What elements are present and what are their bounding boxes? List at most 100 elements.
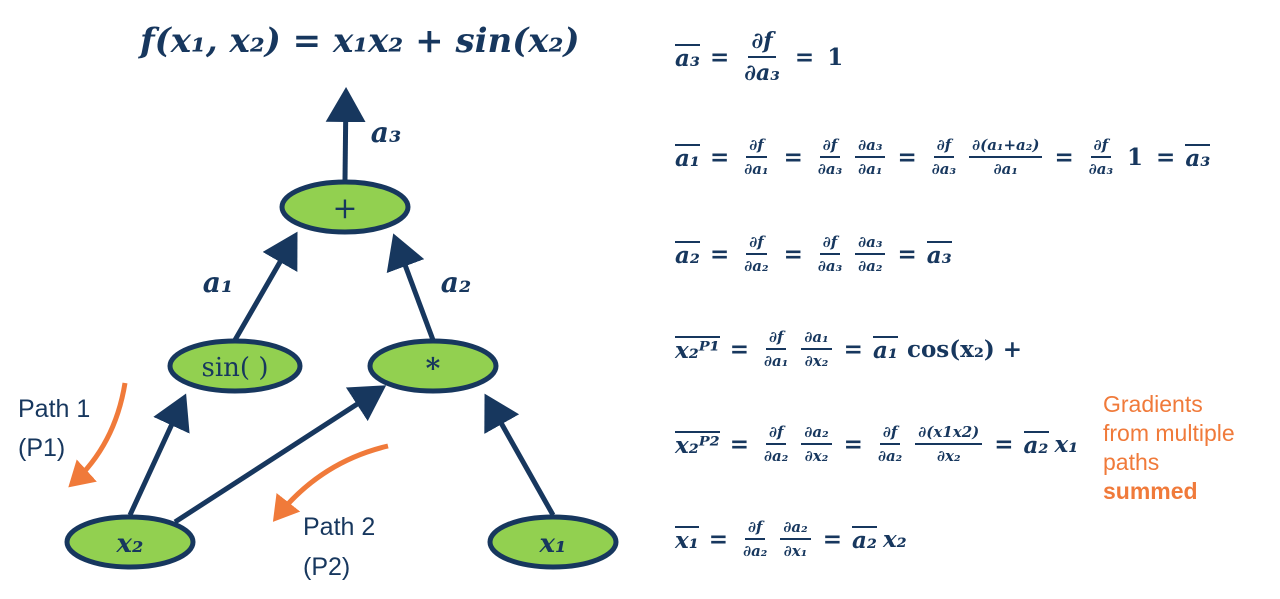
fraction: ∂f ∂a₃ [815, 136, 845, 178]
adjoint-symbol: a₃ [1185, 144, 1211, 172]
adjoint-symbol: a₂ [1023, 431, 1049, 459]
note-line: from multiple [1103, 420, 1235, 446]
fraction: ∂f∂a₂ [761, 423, 791, 465]
term: 1 [827, 43, 844, 71]
function-title: f(x₁, x₂) = x₁x₂ + sin(x₂) [138, 21, 580, 61]
path1-abbrev: (P1) [18, 434, 65, 462]
adjoint-symbol: a₂ [851, 526, 877, 554]
operator: = [897, 240, 917, 268]
denominator: ∂a₂ [743, 542, 768, 560]
note-line: Gradients [1103, 391, 1203, 417]
edge-a1-arrow [232, 231, 298, 342]
operator: = [783, 143, 803, 171]
adjoint-symbol: a₁ [872, 336, 898, 364]
computation-graph: f(x₁, x₂) = x₁x₂ + sin(x₂) + sin( ) * x₂… [18, 21, 619, 581]
adjoint-symbol: a₂ [675, 241, 700, 269]
denominator: ∂a₃ [931, 160, 957, 178]
term: 1 [1127, 143, 1144, 171]
fraction: ∂a₂ ∂x₁ [780, 518, 811, 560]
operator: = [709, 143, 730, 171]
node-sin [167, 338, 303, 394]
denominator: ∂x₁ [783, 542, 808, 560]
node-x1 [487, 514, 619, 570]
fraction: ∂f∂a₁ [761, 328, 791, 370]
node-mul [367, 338, 499, 394]
denominator: ∂a₂ [764, 447, 789, 465]
fraction: ∂f∂a₃ [1086, 136, 1116, 178]
denominator: ∂a₁ [764, 352, 789, 370]
term: x₂ [882, 525, 907, 553]
path2-label: Path 2 [303, 513, 375, 541]
numerator: ∂f [746, 136, 767, 158]
edge-a2-label: a₂ [441, 266, 471, 299]
operator: = [843, 335, 863, 363]
operator: = [822, 525, 842, 553]
numerator: ∂f [1090, 136, 1112, 158]
adjoint-symbol: x₂ᴾ² [675, 431, 720, 459]
fraction: ∂(x1x2)∂x₂ [915, 423, 983, 465]
denominator: ∂a₁ [744, 160, 769, 178]
numerator: ∂f [819, 233, 841, 255]
numerator: ∂f [933, 136, 955, 158]
term: x₁ [1054, 430, 1079, 458]
operator: = [1156, 143, 1176, 171]
denominator: ∂a₂ [877, 447, 903, 465]
operator: = [783, 240, 803, 268]
denominator: ∂a₃ [744, 60, 780, 86]
edge-a3-label: a₃ [371, 116, 401, 149]
node-sin-label: sin( ) [202, 353, 269, 383]
operator: = [709, 240, 730, 268]
denominator: ∂x₂ [804, 352, 829, 370]
fraction: ∂a₃∂a₂ [855, 233, 886, 275]
numerator: ∂f [748, 28, 776, 58]
operator: = [729, 335, 750, 363]
numerator: ∂(a₁+a₂) [969, 136, 1043, 158]
note-emphasis: summed [1103, 478, 1198, 504]
operator: = [709, 43, 730, 71]
equation-a2-bar: a₂=∂f∂a₂=∂f∂a₃∂a₃∂a₂=a₃ [672, 233, 955, 275]
numerator: ∂f [879, 423, 901, 445]
adjoint-symbol: x₁ [675, 526, 699, 554]
fraction: ∂f ∂a₂ [875, 423, 905, 465]
denominator: ∂a₁ [858, 160, 883, 178]
fraction: ∂(a₁+a₂) ∂a₁ [969, 136, 1043, 178]
fraction: ∂f ∂a₂ [741, 233, 771, 275]
node-x1-label: x₁ [539, 529, 567, 559]
edge-x2-sin-arrow [127, 393, 190, 517]
operator: = [729, 430, 750, 458]
edge-a2-arrow [386, 233, 436, 341]
numerator: ∂a₂ [801, 423, 832, 445]
operator: = [843, 430, 863, 458]
edge-a1-label: a₁ [203, 266, 233, 299]
numerator: ∂f [746, 233, 767, 255]
edge-a3-arrow [325, 87, 366, 181]
summed-gradients-note: Gradients from multiple paths summed [1103, 390, 1235, 506]
equation-a1-bar: a₁ = ∂f ∂a₁ = ∂f ∂a₃ ∂a₃∂a₁ = ∂f ∂a₃ ∂(a₁+a₂) ∂a₁ = ∂f… [672, 136, 1213, 178]
numerator: ∂a₂ [780, 518, 811, 540]
term: cos(x₂) + [906, 335, 1023, 363]
denominator: ∂a₁ [993, 160, 1018, 178]
node-plus-label: + [332, 191, 357, 226]
operator: = [708, 525, 729, 553]
edge-x2-mul-arrow [173, 385, 387, 525]
adjoint-symbol: a₃ [926, 241, 952, 269]
path2-arrow [272, 443, 389, 522]
node-plus [279, 179, 411, 235]
numerator: ∂f [819, 136, 841, 158]
operator: = [794, 43, 815, 71]
numerator: ∂a₁ [801, 328, 832, 350]
operator: = [1054, 143, 1074, 171]
path1-arrow [68, 382, 128, 488]
denominator: ∂a₂ [744, 257, 769, 275]
fraction: ∂f ∂a₁ [741, 136, 771, 178]
fraction: ∂a₃∂a₁ [855, 136, 886, 178]
denominator: ∂x₂ [804, 447, 829, 465]
equation-a3-bar: a₃=∂f∂a₃=1 [672, 28, 849, 86]
adjoint-symbol: a₁ [675, 144, 700, 172]
denominator: ∂a₃ [817, 160, 843, 178]
fraction: ∂a₁ ∂x₂ [801, 328, 832, 370]
numerator: ∂(x1x2) [915, 423, 983, 445]
